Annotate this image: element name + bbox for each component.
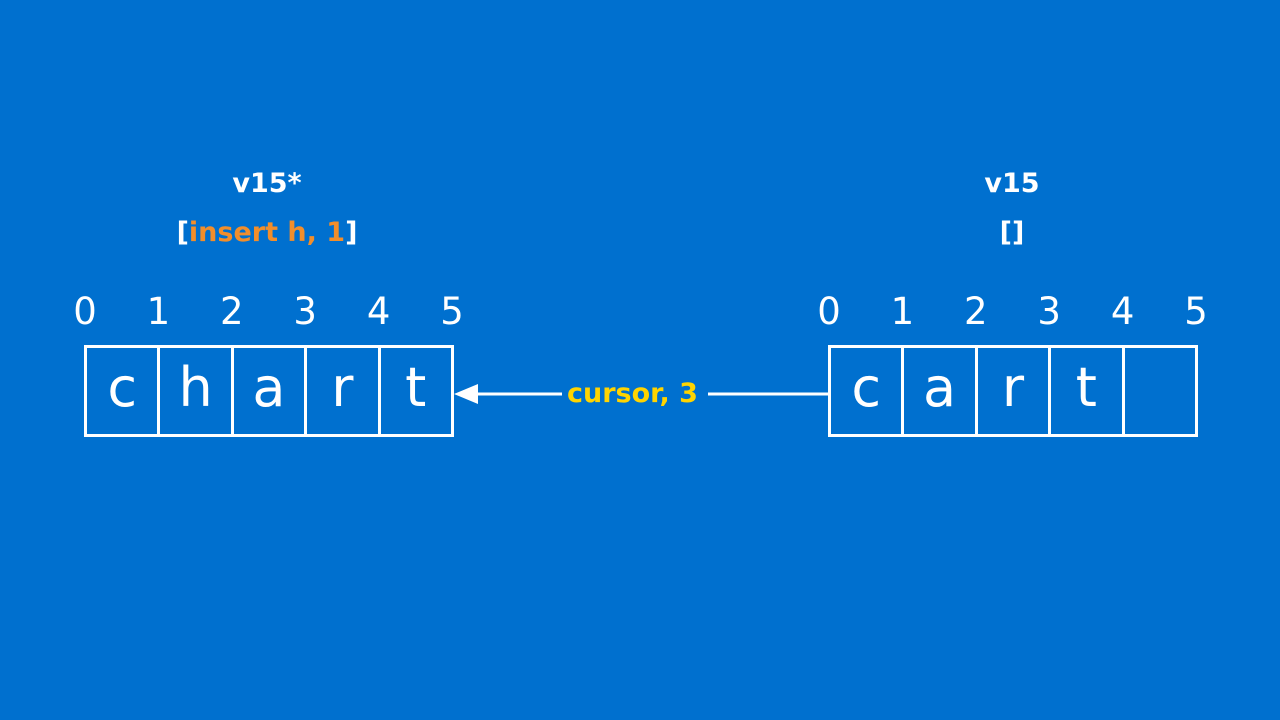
arrowhead-icon: [454, 384, 478, 404]
right-cell-1: a: [904, 348, 978, 434]
left-ops-open-bracket: [: [176, 217, 189, 248]
left-operations-list: [insert h, 1]: [117, 215, 417, 251]
right-cell-4: [1125, 348, 1198, 434]
right-index-3: 3: [1037, 290, 1061, 333]
left-cell-2: a: [234, 348, 308, 434]
left-ops-close-bracket: ]: [345, 217, 358, 248]
right-index-4: 4: [1110, 290, 1135, 333]
right-version-label: v15: [984, 168, 1040, 199]
right-cell-0: c: [831, 348, 905, 434]
left-index-4: 4: [366, 290, 391, 333]
cursor-label: cursor, 3: [567, 378, 698, 409]
left-cell-1: h: [160, 348, 234, 434]
left-version-label: v15*: [232, 168, 302, 199]
left-index-0: 0: [73, 290, 97, 333]
left-index-2: 2: [220, 290, 244, 333]
right-index-5: 5: [1184, 290, 1208, 333]
left-cell-4: t: [381, 348, 454, 434]
left-index-3: 3: [293, 290, 317, 333]
right-operations-list: []: [999, 217, 1025, 248]
left-ops-entry: insert h, 1: [188, 217, 346, 248]
right-cell-3: t: [1051, 348, 1125, 434]
right-index-0: 0: [817, 290, 841, 333]
right-cell-2: r: [978, 348, 1052, 434]
left-index-5: 5: [440, 290, 464, 333]
left-cell-3: r: [307, 348, 381, 434]
right-index-2: 2: [964, 290, 988, 333]
right-index-1: 1: [890, 290, 915, 333]
left-cell-0: c: [87, 348, 161, 434]
left-index-1: 1: [146, 290, 171, 333]
